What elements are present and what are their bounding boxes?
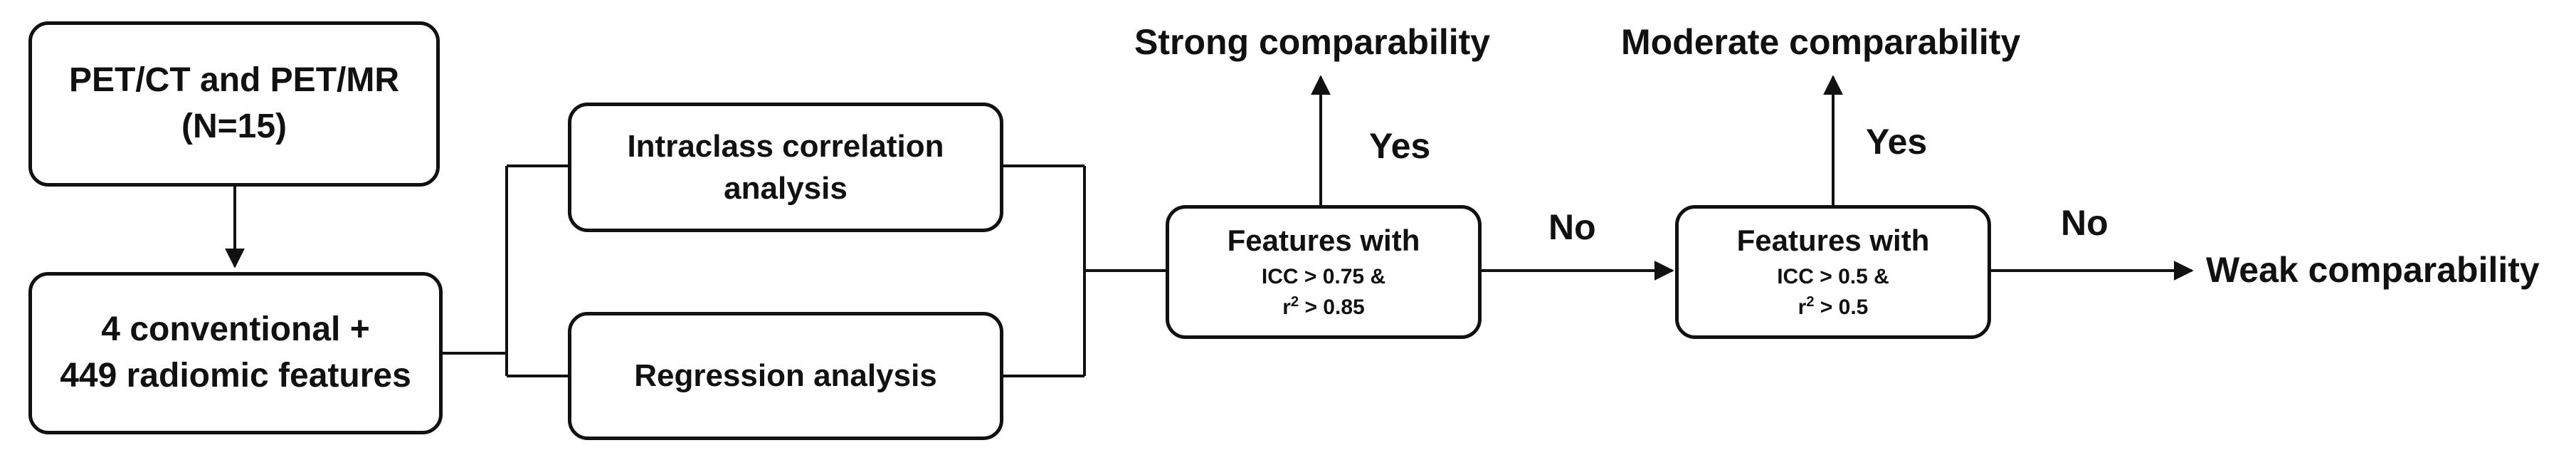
icc-analysis-line2: analysis — [724, 171, 848, 206]
decision1-title: Features with — [1227, 224, 1420, 258]
decision2-title: Features with — [1736, 224, 1930, 258]
decision2-exponent: 2 — [1806, 294, 1815, 310]
decision-box-2: Features with ICC > 0.5 & r2 > 0.5 — [1675, 205, 1991, 339]
icc-analysis-line1: Intraclass correlation — [627, 128, 944, 164]
regression-analysis-line1: Regression analysis — [634, 358, 937, 394]
features-box-line2: 449 radiomic features — [60, 357, 411, 395]
decision1-exponent: 2 — [1290, 294, 1299, 310]
outcome-moderate: Moderate comparability — [1621, 22, 2021, 62]
decision1-r: r — [1282, 296, 1291, 320]
decision1-line1: ICC > 0.75 & — [1261, 264, 1386, 288]
edge-label-yes-2: Yes — [1866, 122, 1928, 162]
decision2-line2: r2 > 0.5 — [1798, 292, 1869, 323]
decision2-threshold: > 0.5 — [1814, 296, 1869, 320]
icc-analysis-box: Intraclass correlation analysis — [568, 103, 1003, 232]
decision2-r: r — [1798, 296, 1807, 320]
decision2-line1: ICC > 0.5 & — [1777, 264, 1889, 288]
features-box-line1: 4 conventional + — [101, 310, 370, 349]
decision-box-1: Features with ICC > 0.75 & r2 > 0.85 — [1166, 205, 1482, 339]
decision1-line2: r2 > 0.85 — [1282, 292, 1364, 323]
outcome-strong: Strong comparability — [1134, 22, 1491, 62]
input-box-line1: PET/CT and PET/MR — [68, 61, 399, 100]
outcome-weak: Weak comparability — [2206, 250, 2540, 290]
edge-label-no-2: No — [2061, 203, 2108, 243]
edge-label-no-1: No — [1548, 207, 1596, 247]
decision1-threshold: > 0.85 — [1299, 296, 1365, 320]
input-box-line2: (N=15) — [181, 108, 287, 145]
input-box: PET/CT and PET/MR (N=15) — [28, 21, 440, 187]
features-box: 4 conventional + 449 radiomic features — [28, 272, 443, 434]
regression-analysis-box: Regression analysis — [568, 312, 1003, 440]
edge-label-yes-1: Yes — [1369, 126, 1431, 166]
